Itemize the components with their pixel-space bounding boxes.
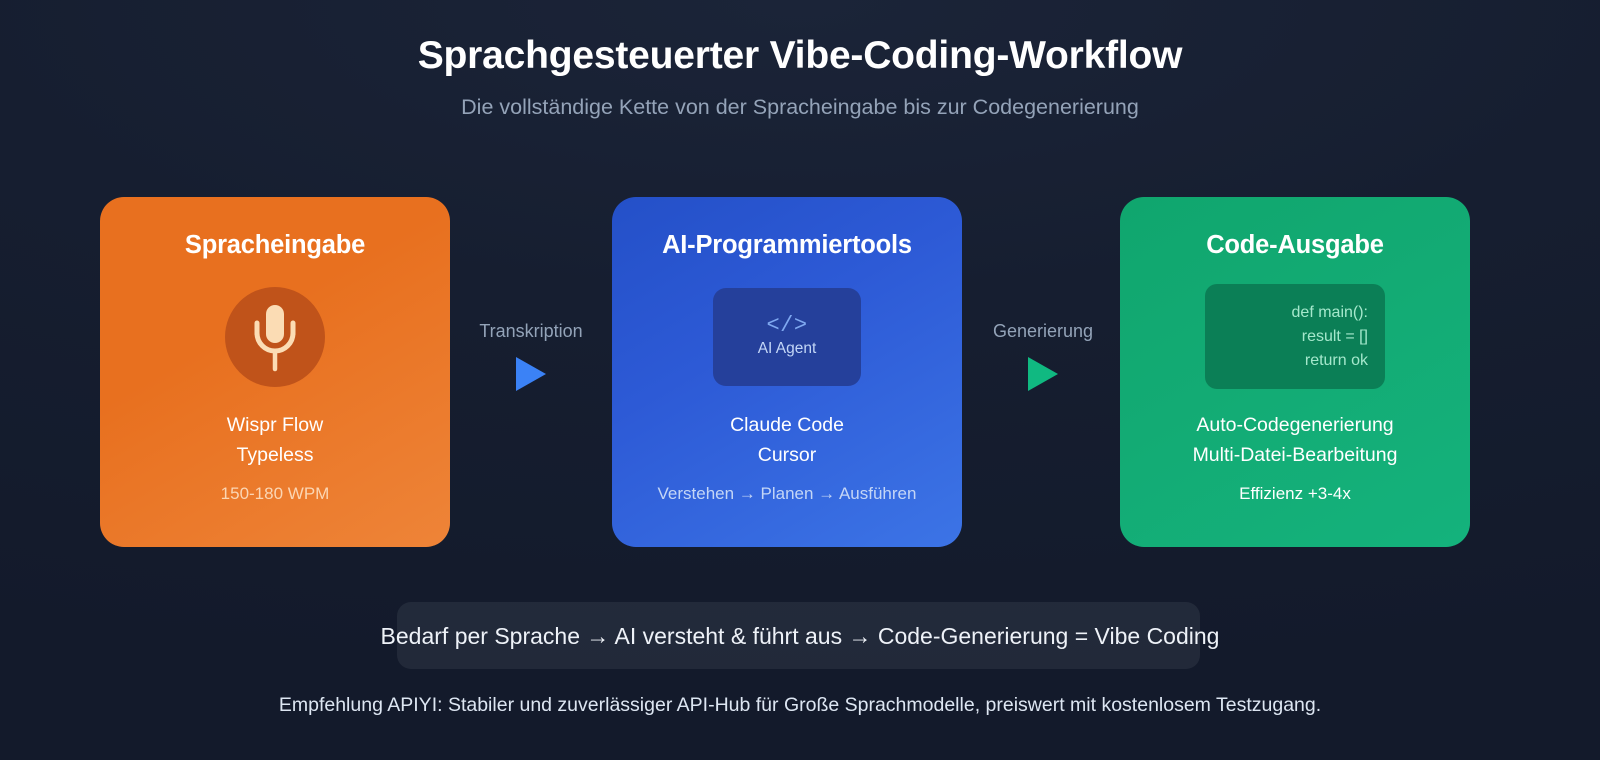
- card-line-2-ai-tools: Cursor: [757, 443, 817, 466]
- card-line-2-code-output: Multi-Datei-Bearbeitung: [1192, 443, 1398, 466]
- connector-label-transcription: Transkription: [479, 321, 583, 341]
- card-title-code-output: Code-Ausgabe: [1206, 231, 1384, 259]
- card-lines-ai-tools: Claude Code Cursor: [630, 411, 944, 470]
- connector-generation: Generierung: [962, 197, 1124, 547]
- ai-agent-label: AI Agent: [757, 340, 817, 357]
- workflow-card-ai-tools[interactable]: AI-Programmiertools </> AI Agent Claude …: [612, 197, 962, 547]
- card-note-code-output: Effizienz +3-4x: [1239, 484, 1351, 504]
- code-line: return ok: [1304, 352, 1368, 370]
- card-line-1-voice-input: Wispr Flow: [226, 414, 324, 436]
- card-line-1-code-output: Auto-Codegenerierung: [1196, 414, 1394, 436]
- card-title-voice-input: Spracheingabe: [184, 231, 366, 259]
- card-visual-code-output: def main(): result = [] return ok: [1138, 284, 1452, 389]
- card-title-ai-tools: AI-Programmiertools: [662, 231, 912, 259]
- code-line: def main():: [1291, 303, 1368, 321]
- card-note-ai-tools: Verstehen → Planen → Ausführen: [657, 484, 917, 504]
- page-title: Sprachgesteuerter Vibe-Coding-Workflow: [417, 34, 1183, 77]
- page-subtitle: Die vollständige Kette von der Sprachein…: [461, 94, 1139, 119]
- card-visual-voice-input: [118, 284, 432, 389]
- connector-label-generation: Generierung: [992, 321, 1094, 341]
- code-snippet-icon: def main(): result = [] return ok: [1205, 284, 1385, 389]
- workflow-flow-row: Spracheingabe Wispr Flow Typeless 150-18…: [0, 197, 1600, 547]
- arrow-right-icon-transcription: [516, 357, 546, 391]
- code-line: result = []: [1301, 327, 1368, 345]
- arrow-right-icon-generation: [1028, 357, 1058, 391]
- footer-recommendation-note: Empfehlung APIYI: Stabiler und zuverläss…: [278, 694, 1322, 716]
- workflow-card-voice-input[interactable]: Spracheingabe Wispr Flow Typeless 150-18…: [100, 197, 450, 547]
- card-note-voice-input: 150-180 WPM: [220, 484, 330, 504]
- summary-bar: [397, 602, 1200, 669]
- card-line-1-ai-tools: Claude Code: [730, 414, 844, 436]
- page-header: Sprachgesteuerter Vibe-Coding-Workflow D…: [0, 0, 1600, 120]
- card-line-2-voice-input: Typeless: [236, 443, 314, 466]
- microphone-icon: [225, 286, 325, 387]
- summary-text: Bedarf per Sprache → AI versteht & führt…: [380, 623, 1220, 649]
- ai-agent-badge: </> AI Agent: [713, 287, 861, 386]
- code-brackets-icon: </>: [766, 313, 808, 338]
- card-lines-voice-input: Wispr Flow Typeless: [118, 411, 432, 470]
- card-lines-code-output: Auto-Codegenerierung Multi-Datei-Bearbei…: [1138, 411, 1452, 470]
- connector-transcription: Transkription: [450, 197, 612, 547]
- workflow-card-code-output[interactable]: Code-Ausgabe def main(): result = [] ret…: [1120, 197, 1470, 547]
- card-visual-ai-tools: </> AI Agent: [630, 284, 944, 389]
